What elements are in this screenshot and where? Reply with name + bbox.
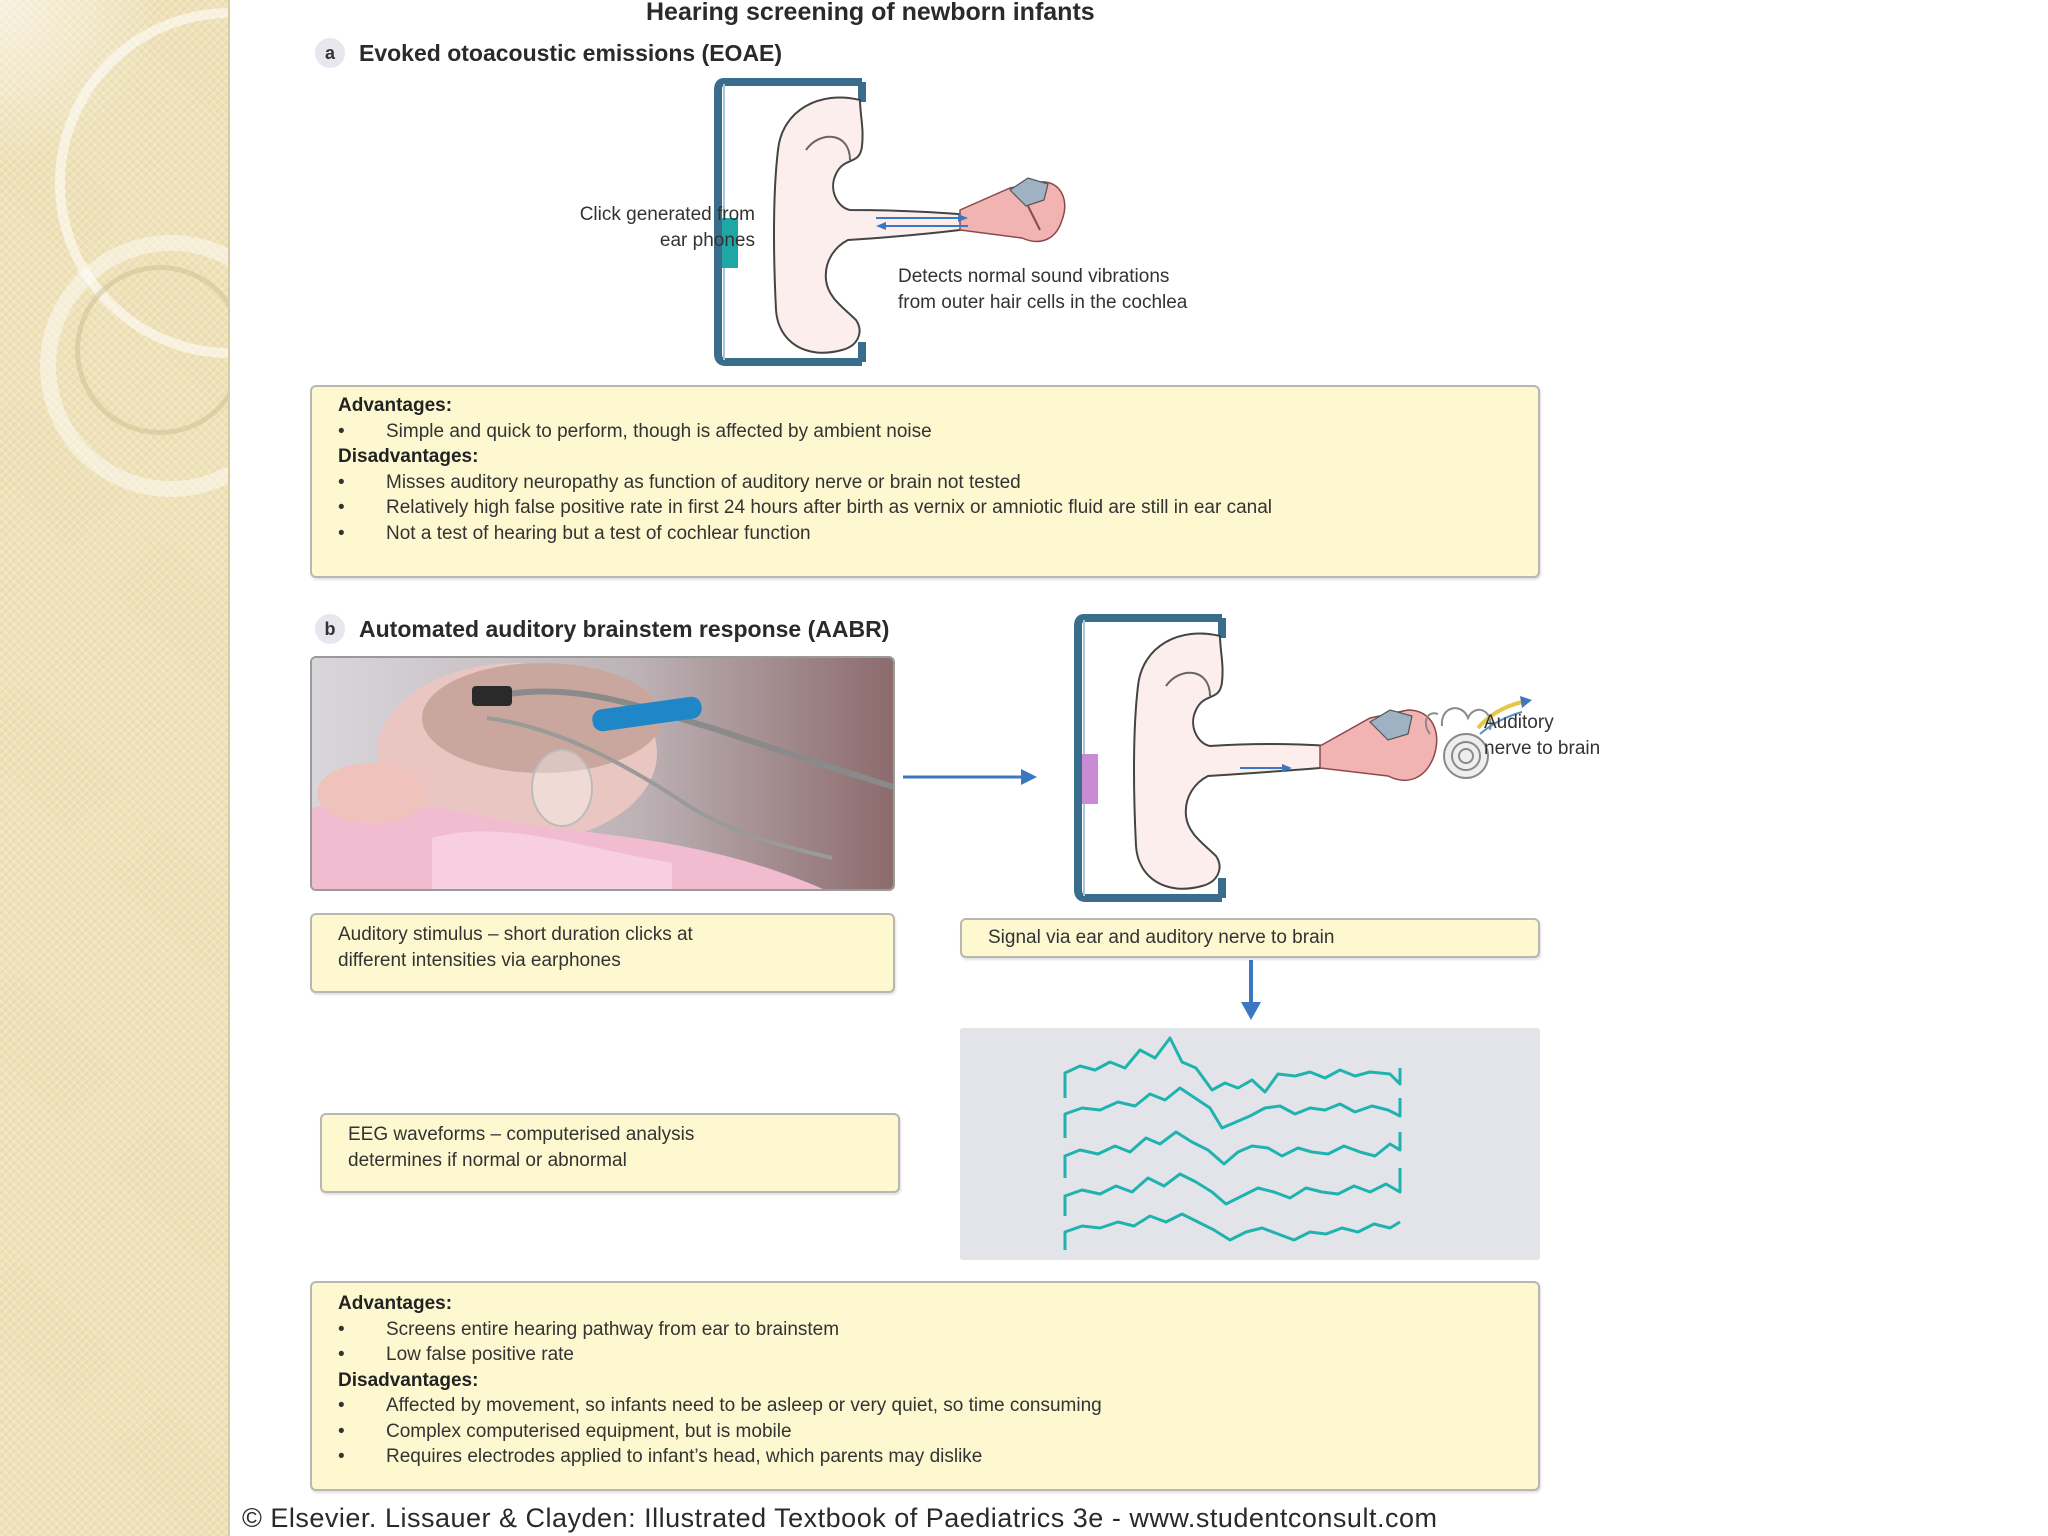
aabr-pinna — [1133, 632, 1332, 890]
auditory-nerve-label: Auditory nerve to brain — [1484, 712, 1601, 759]
section-b-letter: b — [315, 614, 345, 644]
section-b-heading: b Automated auditory brainstem response … — [315, 614, 889, 644]
page-title: Hearing screening of newborn infants — [646, 0, 1095, 26]
infant-photo-illustration — [312, 658, 893, 889]
list-item: Affected by movement, so infants need to… — [338, 1393, 1518, 1419]
eeg-wave — [1063, 1086, 1402, 1138]
eeg-waveform-panel — [960, 1028, 1540, 1260]
slide-content: Hearing screening of newborn infants a E… — [230, 0, 2048, 1536]
eoae-ear-illustration — [714, 78, 1066, 366]
decorative-ring-inner — [75, 265, 228, 435]
eeg-box: EEG waveforms – computerised analysis de… — [320, 1113, 900, 1193]
eeg-waveforms — [1063, 1036, 1402, 1250]
decorative-sidebar — [0, 0, 228, 1536]
eoae-advantages-list: Simple and quick to perform, though is a… — [338, 419, 1518, 445]
click-generated-label: Click generated from ear phones — [579, 204, 755, 251]
eoae-disadvantages-list: Misses auditory neuropathy as function o… — [338, 470, 1448, 547]
section-a-title: Evoked otoacoustic emissions (EOAE) — [359, 39, 783, 66]
aabr-disadvantages-list: Affected by movement, so infants need to… — [338, 1393, 1518, 1470]
eoae-advantages-label: Advantages: — [338, 395, 453, 416]
auditory-stimulus-box: Auditory stimulus – short duration click… — [310, 913, 895, 993]
arrow-to-eeg — [1241, 960, 1261, 1020]
eoae-click-pad — [722, 218, 738, 268]
cochlea — [1424, 707, 1492, 779]
aabr-advantages-list: Screens entire hearing pathway from ear … — [338, 1317, 1518, 1368]
aabr-advantages-label: Advantages: — [338, 1293, 453, 1314]
section-a-heading: a Evoked otoacoustic emissions (EOAE) — [315, 38, 782, 68]
eoae-disadvantages-label: Disadvantages: — [338, 446, 479, 467]
aabr-ear-illustration — [1074, 614, 1532, 902]
list-item: Not a test of hearing but a test of coch… — [338, 521, 1448, 547]
aabr-advantages-box: Advantages: Screens entire hearing pathw… — [310, 1281, 1540, 1491]
eoae-advantages-box: Advantages: Simple and quick to perform,… — [310, 385, 1540, 578]
section-a-letter: a — [315, 38, 345, 68]
aabr-click-pad — [1082, 754, 1098, 804]
eeg-wave — [1063, 1036, 1402, 1098]
list-item: Simple and quick to perform, though is a… — [338, 419, 1518, 445]
eoae-pinna — [773, 96, 972, 354]
eoae-sound-arrows — [876, 214, 968, 230]
section-b-title: Automated auditory brainstem response (A… — [359, 615, 890, 642]
eeg-wave — [1063, 1168, 1402, 1216]
eoae-earphone-frame — [714, 78, 862, 366]
list-item: Relatively high false positive rate in f… — [338, 495, 1448, 521]
list-item: Screens entire hearing pathway from ear … — [338, 1317, 1518, 1343]
auditory-nerve — [1476, 700, 1523, 730]
aabr-earphone-frame — [1074, 614, 1222, 902]
aabr-disadvantages-label: Disadvantages: — [338, 1369, 479, 1391]
detects-vibrations-label: Detects normal sound vibrations from out… — [898, 266, 1188, 313]
copyright-footer: © Elsevier. Lissauer & Clayden: Illustra… — [242, 1503, 1438, 1533]
sidebar-divider — [228, 0, 230, 1536]
list-item: Low false positive rate — [338, 1342, 1518, 1368]
list-item: Complex computerised equipment, but is m… — [338, 1419, 1518, 1445]
list-item: Requires electrodes applied to infant’s … — [338, 1444, 1518, 1470]
signal-box: Signal via ear and auditory nerve to bra… — [960, 918, 1540, 958]
eeg-wave — [1063, 1212, 1401, 1250]
eeg-wave — [1063, 1130, 1402, 1178]
infant-photo — [310, 656, 895, 891]
arrow-to-ear — [903, 769, 1037, 785]
list-item: Misses auditory neuropathy as function o… — [338, 470, 1448, 496]
